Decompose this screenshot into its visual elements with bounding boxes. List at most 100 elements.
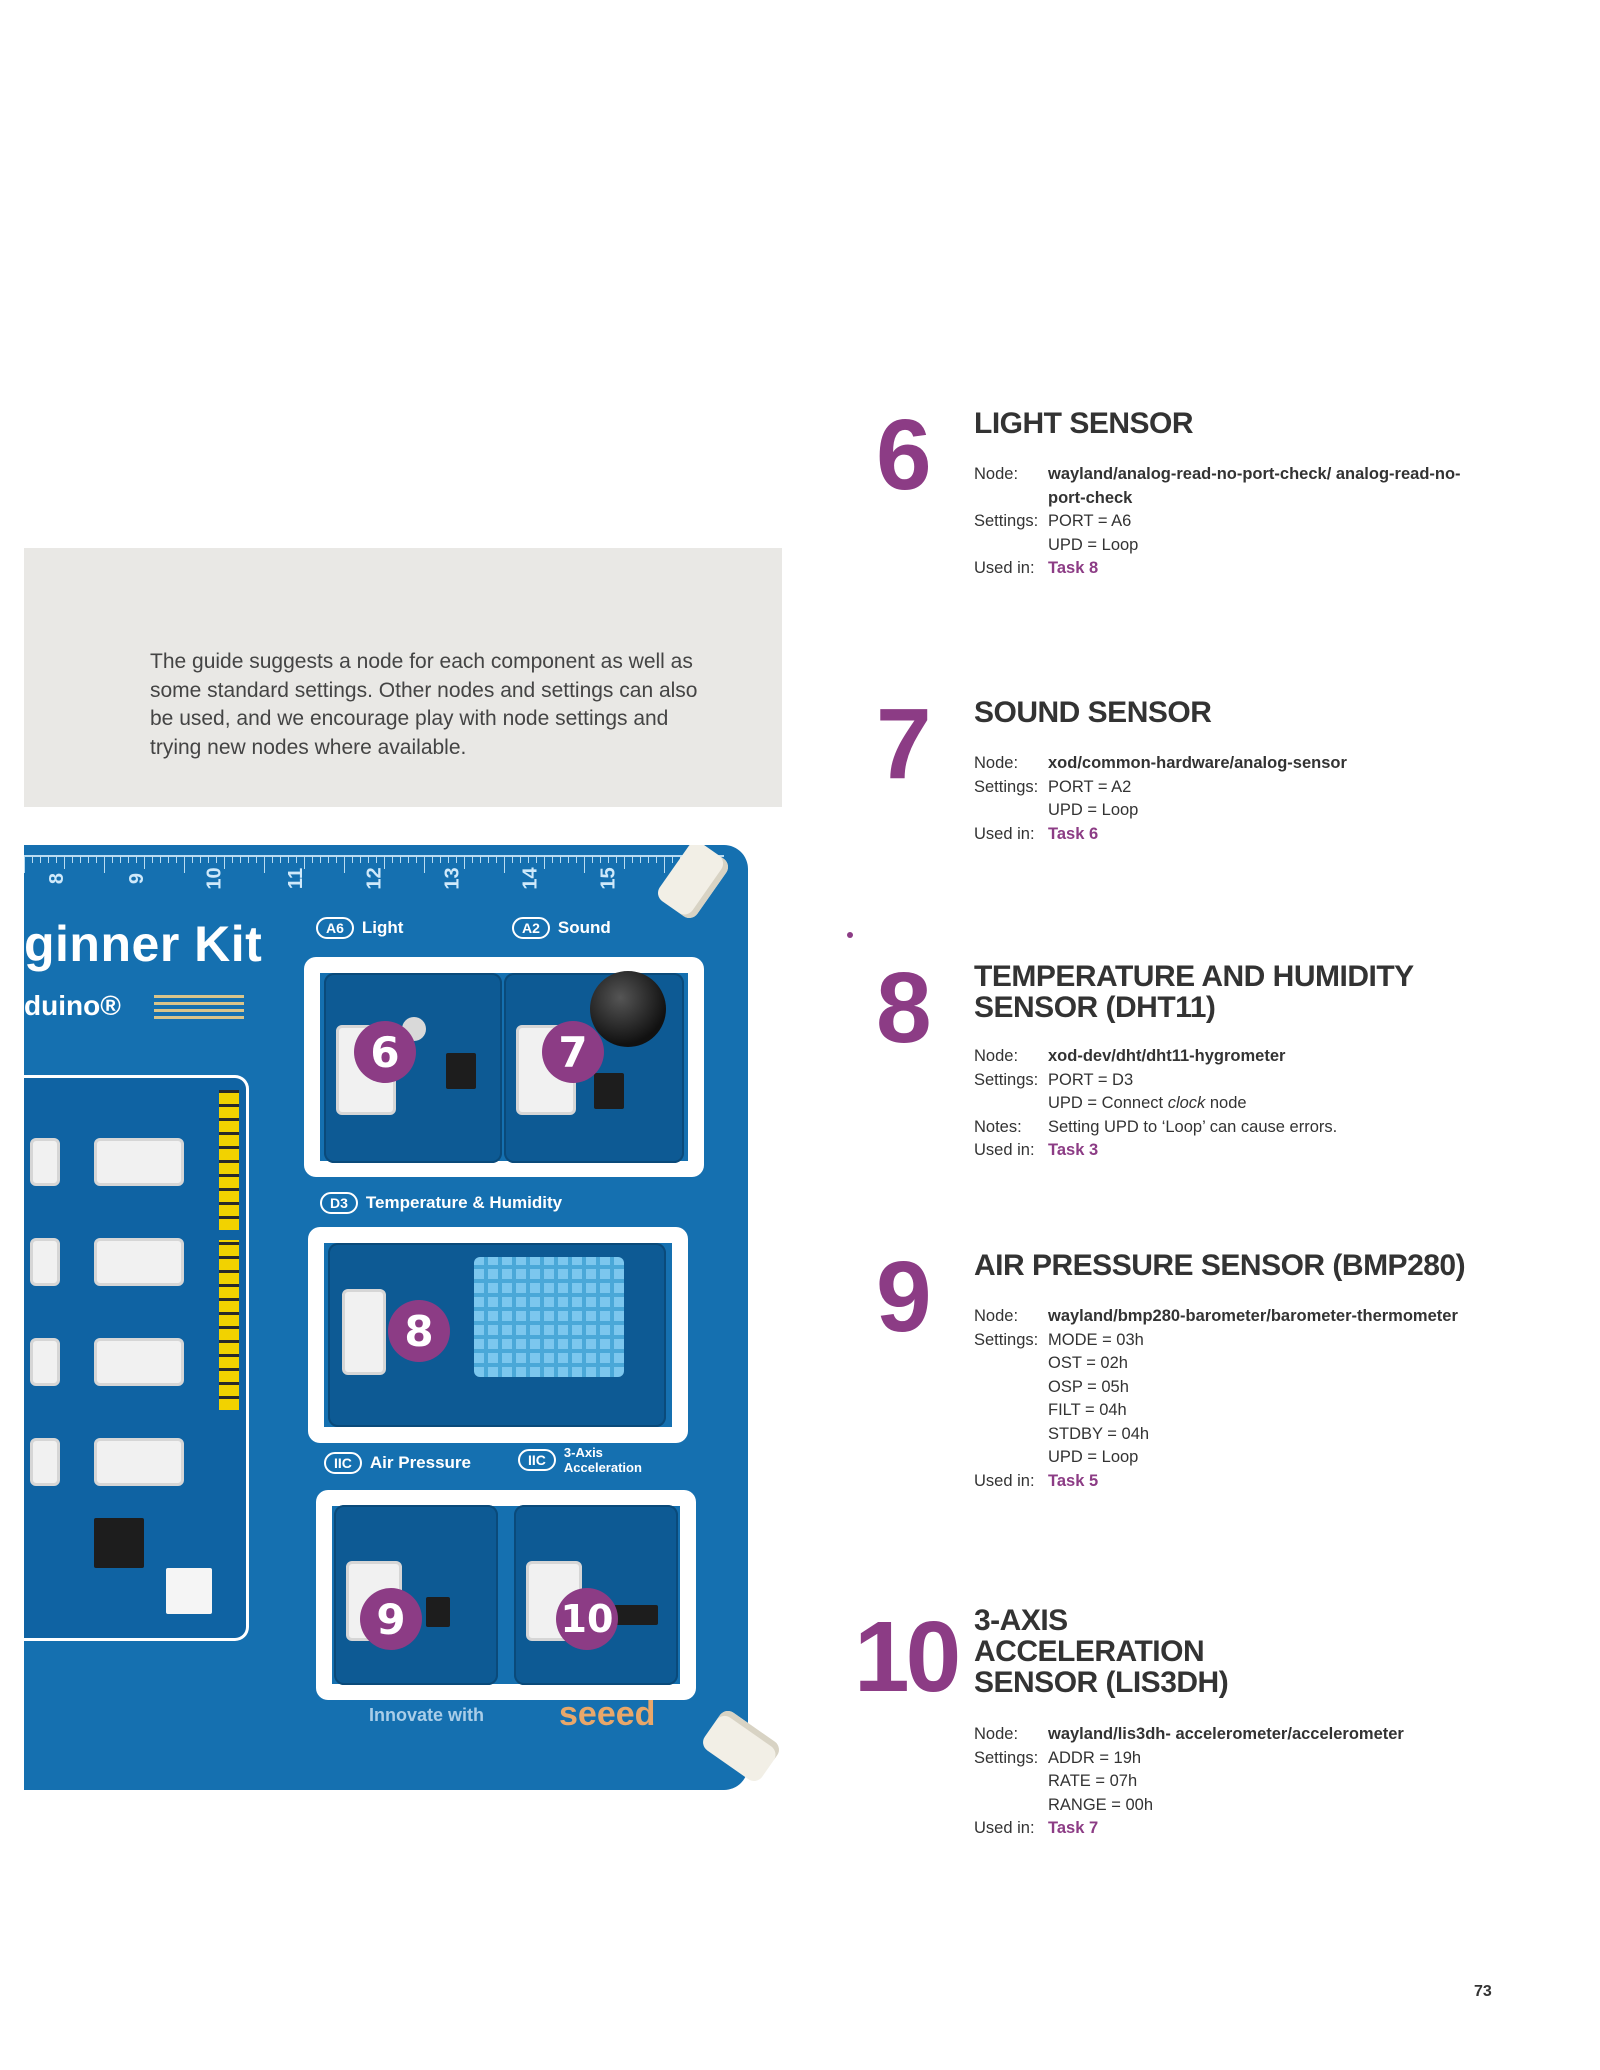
ruler-tick <box>560 855 561 863</box>
row-key: Used in: <box>974 559 1035 577</box>
row-value: MODE = 03h <box>1048 1330 1144 1349</box>
row-key <box>974 1770 1048 1794</box>
entry-number: 8 <box>876 952 932 1064</box>
ruler-tick <box>576 855 577 863</box>
row-key: Used in: <box>974 1471 1035 1490</box>
chip <box>426 1597 450 1627</box>
row-value: UPD = Loop <box>1048 1448 1139 1466</box>
node-path: xod/common-hardware/analog-sensor <box>1048 754 1347 772</box>
ruler-number: 12 <box>363 867 386 890</box>
ruler-number: 11 <box>285 867 308 890</box>
row-value: ADDR = 19h <box>1048 1748 1142 1767</box>
row-value: UPD = Loop <box>1048 801 1139 819</box>
light-sensor-module <box>324 973 502 1163</box>
task-link-label[interactable]: Task 3 <box>1048 1141 1099 1159</box>
ruler-tick <box>624 855 625 869</box>
entry-row: Used in:Task 3 <box>974 1139 1468 1163</box>
task-link-label[interactable]: Task 5 <box>1048 1471 1099 1490</box>
grove-connector <box>30 1238 60 1286</box>
ruler-tick <box>208 855 209 863</box>
row-value: RATE = 07h <box>1048 1772 1138 1790</box>
ruler-tick <box>616 855 617 863</box>
row-value: PORT = A2 <box>1048 777 1132 796</box>
task-link-label[interactable]: Task 6 <box>1048 824 1099 843</box>
ruler-tick <box>472 855 473 863</box>
badge-8: 8 <box>388 1300 450 1362</box>
ruler-number: 8 <box>46 872 69 885</box>
ruler-tick <box>600 855 601 863</box>
ruler-tick <box>568 855 569 863</box>
entry-row: Used in: Task 8 <box>974 557 1468 581</box>
task-link[interactable]: Task 7 <box>1048 1817 1468 1841</box>
entry-row: Settings: PORT = A2 <box>974 776 1468 800</box>
entry-row: OST = 02h <box>974 1352 1468 1376</box>
row-value: PORT = A6 <box>1048 512 1132 530</box>
ruler-tick <box>296 855 297 863</box>
row-key: Notes: <box>974 1117 1022 1136</box>
entry-row: RANGE = 00h <box>974 1794 1468 1818</box>
ruler-tick <box>320 855 321 863</box>
entry-row: Node:wayland/bmp280-barometer/barometer-… <box>974 1305 1468 1329</box>
task-link-label[interactable]: Task 7 <box>1048 1819 1099 1837</box>
ruler-tick <box>480 855 481 863</box>
entry-number: 7 <box>876 688 932 800</box>
entry-title: SOUND SENSOR <box>974 696 1212 729</box>
task-link[interactable]: Task 8 <box>1048 557 1468 581</box>
entry-title: TEMPERATURE AND HUMIDITY SENSOR (DHT11) <box>974 960 1414 1024</box>
silk-air-pressure: IIC Air Pressure <box>324 1452 471 1474</box>
entry-row: Node:xod/common-hardware/analog-sensor <box>974 752 1468 776</box>
ruler-tick <box>648 855 649 863</box>
entry-number: 6 <box>876 399 932 511</box>
ruler-tick <box>352 855 353 863</box>
row-key <box>974 1794 1048 1818</box>
ruler-tick <box>488 855 489 863</box>
ruler-tick <box>168 855 169 863</box>
task-link[interactable]: Task 3 <box>1048 1139 1468 1163</box>
port-label: IIC <box>324 1452 362 1474</box>
badge-9: 9 <box>360 1588 422 1650</box>
port-label: D3 <box>320 1192 358 1214</box>
ruler-tick <box>264 855 265 873</box>
ruler-line <box>24 855 724 857</box>
ruler-tick <box>48 855 49 863</box>
decorative-dot <box>847 932 853 938</box>
ruler-tick <box>176 855 177 863</box>
ruler-tick <box>72 855 73 863</box>
entry-number: 10 <box>854 1601 961 1713</box>
row-value: RANGE = 00h <box>1048 1795 1154 1814</box>
ruler-number: 13 <box>441 867 464 890</box>
ruler-tick <box>160 855 161 863</box>
ruler-tick <box>392 855 393 863</box>
microcontroller-chip <box>94 1518 144 1568</box>
row-key <box>974 1352 1048 1376</box>
entry-row: RATE = 07h <box>974 1770 1468 1794</box>
ruler-tick <box>24 855 25 873</box>
silk-label: Light <box>361 918 404 937</box>
entry-row: FILT = 04h <box>974 1399 1468 1423</box>
task-link[interactable]: Task 6 <box>1048 823 1468 847</box>
grove-connector <box>94 1338 184 1386</box>
badge-7: 7 <box>542 1021 604 1083</box>
row-key <box>974 1399 1048 1423</box>
ruler-number: 15 <box>597 867 620 890</box>
ruler-tick <box>528 855 529 863</box>
chip <box>594 1073 624 1109</box>
ruler-tick <box>288 855 289 863</box>
ruler-tick <box>88 855 89 863</box>
task-link-label[interactable]: Task 8 <box>1048 559 1099 577</box>
silkscreen-stripes <box>154 995 244 1021</box>
ruler-tick <box>552 855 553 863</box>
ruler-tick <box>224 855 225 869</box>
row-key <box>974 799 1048 823</box>
entry-row: Settings:ADDR = 19h <box>974 1747 1468 1771</box>
entry-rows: Node:wayland/bmp280-barometer/barometer-… <box>974 1305 1468 1493</box>
ruler-tick <box>336 855 337 863</box>
row-key: Settings: <box>974 777 1039 796</box>
task-link[interactable]: Task 5 <box>1048 1470 1468 1494</box>
ruler-tick <box>96 855 97 863</box>
row-key: Settings: <box>974 1330 1039 1349</box>
node-path: wayland/lis3dh- accelerometer/accelerome… <box>1048 1725 1404 1743</box>
ruler-tick <box>432 855 433 863</box>
entry-row: UPD = Loop <box>974 534 1468 558</box>
badge-6: 6 <box>354 1021 416 1083</box>
